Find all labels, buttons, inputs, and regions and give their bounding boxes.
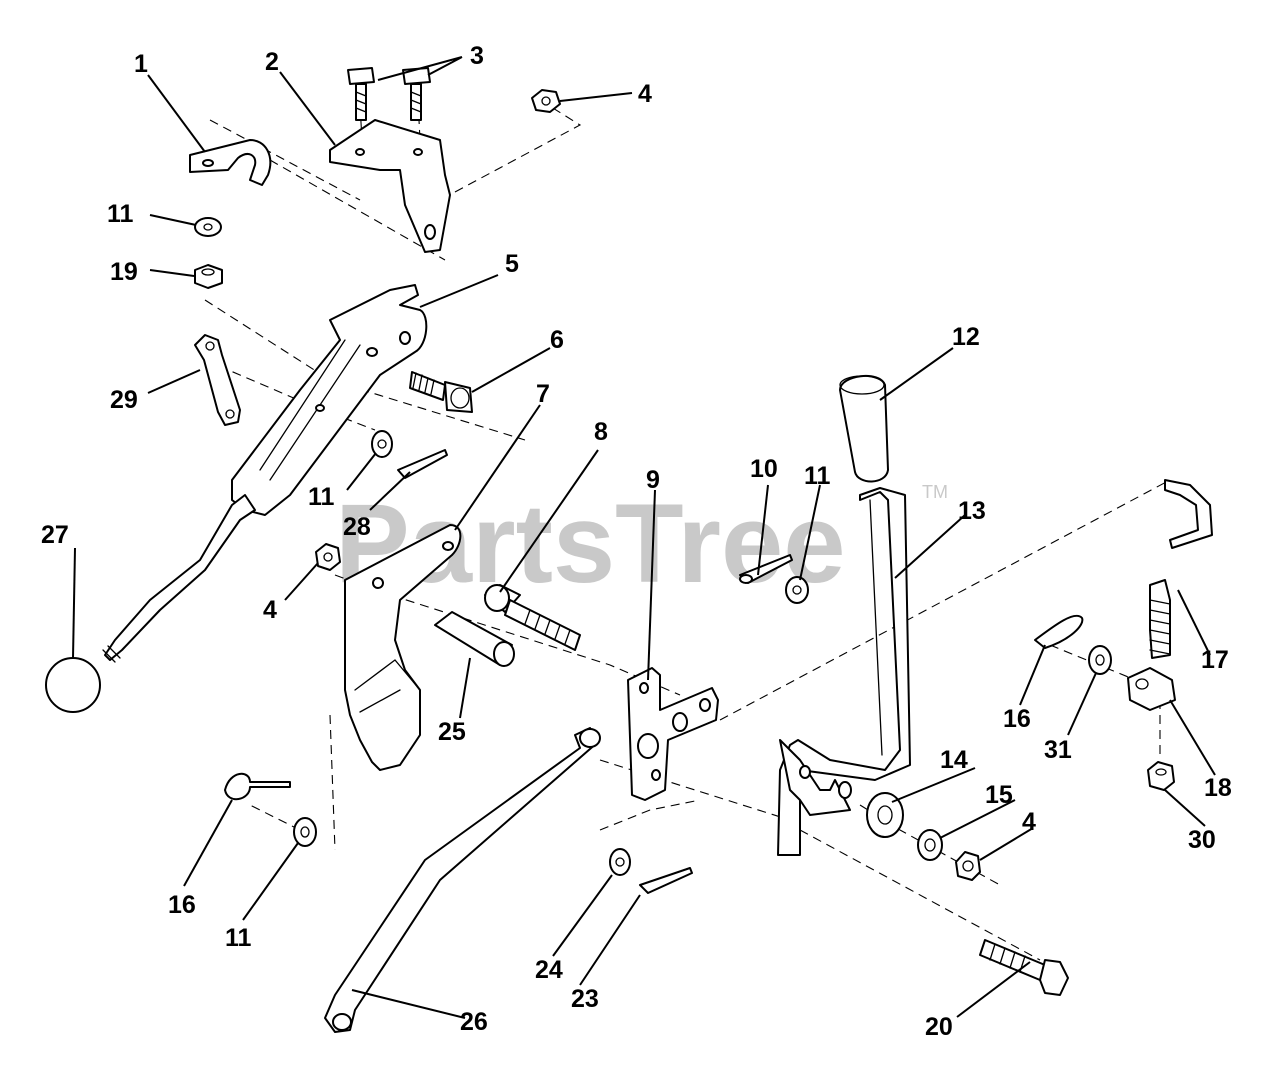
part-cotter-pin [397, 449, 448, 479]
leader-lines [72, 56, 1216, 1019]
part-nut-30 [1147, 761, 1175, 791]
part-washer-31 [1088, 645, 1112, 675]
callout-12: 12 [952, 323, 980, 351]
callout-11-d: 11 [225, 924, 252, 952]
part-shift-lever [777, 487, 911, 856]
callout-18: 18 [1204, 774, 1232, 802]
callout-15: 15 [985, 781, 1013, 809]
callout-26: 26 [460, 1008, 488, 1036]
part-washer-24 [609, 848, 631, 876]
part-nut-left [194, 264, 223, 289]
part-nut-mid [315, 543, 341, 571]
part-clamp-bracket [189, 139, 272, 186]
callout-4: 4 [638, 80, 652, 108]
part-washer-lower-left [293, 817, 317, 847]
part-spacer-tube [434, 611, 515, 667]
part-bracket-plate [627, 667, 719, 801]
watermark-trademark: TM [922, 482, 948, 502]
part-spring-rod [1149, 479, 1213, 659]
callout-30: 30 [1188, 826, 1216, 854]
part-bolt-20 [979, 939, 1069, 996]
callout-6: 6 [550, 326, 564, 354]
part-washer-left [194, 217, 222, 237]
part-nut-top [531, 89, 561, 113]
callout-19: 19 [110, 258, 138, 286]
callout-3: 3 [470, 42, 484, 70]
part-swivel [1127, 667, 1176, 711]
callout-14: 14 [940, 746, 968, 774]
part-washer-15 [917, 829, 943, 861]
callout-11-c: 11 [804, 462, 831, 490]
part-link [194, 334, 241, 426]
callout-1: 1 [134, 50, 148, 78]
callout-29: 29 [110, 386, 138, 414]
part-mounting-bracket [329, 119, 451, 253]
callout-10: 10 [750, 455, 778, 483]
callout-31: 31 [1044, 736, 1072, 764]
part-hand-grip [839, 374, 889, 483]
part-nut-lower [955, 851, 981, 881]
callout-25: 25 [438, 718, 466, 746]
callout-24: 24 [535, 956, 563, 984]
part-cotter-23 [639, 867, 693, 894]
part-lever-rod [102, 284, 428, 663]
callout-labels: 1 2 3 4 5 6 7 8 9 10 11 11 11 11 12 13 1… [41, 42, 1232, 1041]
callout-13: 13 [958, 497, 986, 525]
callout-2: 2 [265, 48, 279, 76]
callout-7: 7 [536, 380, 550, 408]
callout-9: 9 [646, 466, 660, 494]
part-knob [45, 657, 101, 713]
part-bolt-6 [409, 371, 473, 413]
callout-11-a: 11 [107, 200, 134, 228]
callout-28: 28 [343, 513, 371, 541]
part-bushing [866, 792, 904, 838]
part-bolt-8 [484, 584, 581, 651]
part-hairpin-left [224, 772, 291, 801]
callout-16-a: 16 [168, 891, 196, 919]
callout-16-b: 16 [1003, 705, 1031, 733]
part-bolts [347, 67, 431, 121]
callout-4-c: 4 [263, 596, 277, 624]
callout-5: 5 [505, 250, 519, 278]
part-washer-right [785, 576, 809, 604]
callout-20: 20 [925, 1013, 953, 1041]
callout-27: 27 [41, 521, 69, 549]
callout-11-b: 11 [308, 483, 335, 511]
callout-4-b: 4 [1022, 808, 1036, 836]
part-clip-10 [739, 554, 793, 584]
callout-8: 8 [594, 418, 608, 446]
callout-23: 23 [571, 985, 599, 1013]
callout-17: 17 [1201, 646, 1229, 674]
part-hairpin-right [1034, 614, 1084, 649]
part-control-rod [324, 727, 601, 1033]
part-washer-mid [371, 430, 393, 458]
